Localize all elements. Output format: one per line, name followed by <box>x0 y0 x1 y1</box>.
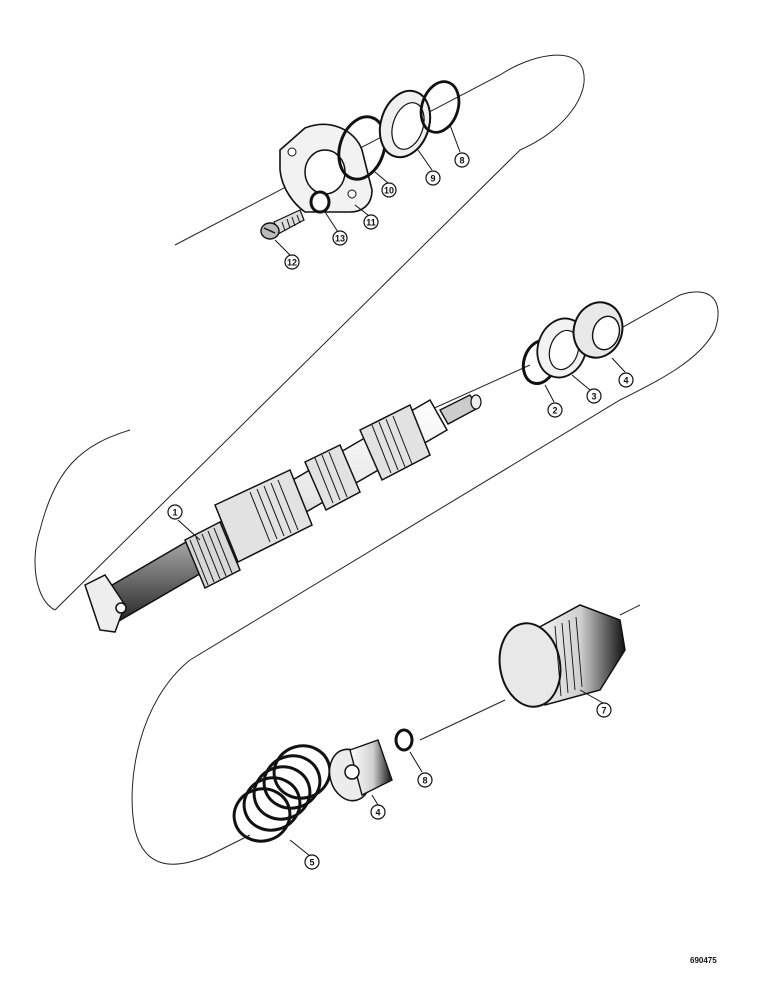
callout-number: 13 <box>335 234 345 244</box>
guide-line-bottom-loop <box>131 659 251 865</box>
figure-id: 690475 <box>690 956 717 965</box>
callout-number: 8 <box>422 776 427 786</box>
leader-2 <box>544 384 555 403</box>
callout-c-9: 9 <box>425 170 441 186</box>
leader-4b <box>371 794 379 806</box>
callout-c-4b: 4 <box>370 804 386 820</box>
leader-11 <box>354 204 369 216</box>
cap-screw-12 <box>260 209 305 240</box>
spring-seat-4-bottom <box>328 739 393 802</box>
callout-c-4a: 4 <box>618 372 634 388</box>
callout-leaders <box>177 124 626 857</box>
plug-7 <box>498 604 626 708</box>
lock-washer-13 <box>309 190 331 214</box>
spring-group <box>232 604 626 843</box>
valve-spool-1 <box>84 394 482 633</box>
washer-8-bottom <box>394 728 414 752</box>
assembly-guide-lines <box>34 54 719 865</box>
callout-number: 2 <box>552 406 557 416</box>
retainer-group <box>260 80 461 240</box>
leader-1 <box>177 519 201 541</box>
callout-circle <box>370 804 386 820</box>
leader-4a <box>611 357 626 373</box>
leader-7 <box>579 689 604 704</box>
guide-line-middle-loop <box>34 429 131 611</box>
leader-8b <box>409 751 423 773</box>
leader-13 <box>324 211 339 233</box>
spring-5 <box>232 744 332 843</box>
callout-c-12: 12 <box>284 254 300 270</box>
callout-number: 8 <box>459 156 464 166</box>
guide-line-right-loop <box>189 291 719 661</box>
callout-number: 4 <box>623 376 628 386</box>
callout-c-3: 3 <box>586 388 602 404</box>
callout-circle <box>167 504 183 520</box>
callout-number: 4 <box>375 808 380 818</box>
backup-ring-9 <box>378 89 432 159</box>
spool-group <box>84 301 624 633</box>
leader-12 <box>274 239 291 256</box>
guide-line-shaft-axis <box>429 364 531 411</box>
callout-c-8b: 8 <box>417 772 433 788</box>
callout-circle <box>586 388 602 404</box>
guide-line-top-loop <box>54 54 585 611</box>
callout-circle <box>381 182 397 198</box>
callout-c-1: 1 <box>167 504 183 520</box>
callout-circle <box>417 772 433 788</box>
callout-circle <box>596 702 612 718</box>
callout-circle <box>425 170 441 186</box>
callout-circle <box>332 230 348 246</box>
callout-c-10: 10 <box>381 182 397 198</box>
callout-circle <box>304 854 320 870</box>
callout-number: 9 <box>430 174 435 184</box>
callout-circle <box>284 254 300 270</box>
seal-retainer-4-top <box>572 301 624 359</box>
o-ring-8-top <box>419 80 461 134</box>
callout-number: 5 <box>309 858 314 868</box>
callout-number: 11 <box>366 218 376 228</box>
callout-number: 7 <box>601 706 606 716</box>
callout-c-11: 11 <box>363 214 379 230</box>
callout-c-5: 5 <box>304 854 320 870</box>
leader-8a <box>449 124 461 153</box>
callout-circle <box>363 214 379 230</box>
callout-c-7: 7 <box>596 702 612 718</box>
callout-c-8a: 8 <box>454 152 470 168</box>
leader-9 <box>417 149 433 171</box>
callout-circle <box>454 152 470 168</box>
callout-number: 12 <box>287 258 297 268</box>
callout-c-2: 2 <box>547 402 563 418</box>
leader-3 <box>571 374 591 391</box>
callout-circle <box>618 372 634 388</box>
leader-5 <box>289 839 311 857</box>
callout-number: 3 <box>591 392 596 402</box>
callout-number: 10 <box>384 186 394 196</box>
leader-10 <box>374 171 389 184</box>
callout-circle <box>547 402 563 418</box>
callout-number: 1 <box>172 508 177 518</box>
guide-line-lower-axis <box>419 604 641 741</box>
callout-c-13: 13 <box>332 230 348 246</box>
o-ring-10 <box>337 115 387 181</box>
